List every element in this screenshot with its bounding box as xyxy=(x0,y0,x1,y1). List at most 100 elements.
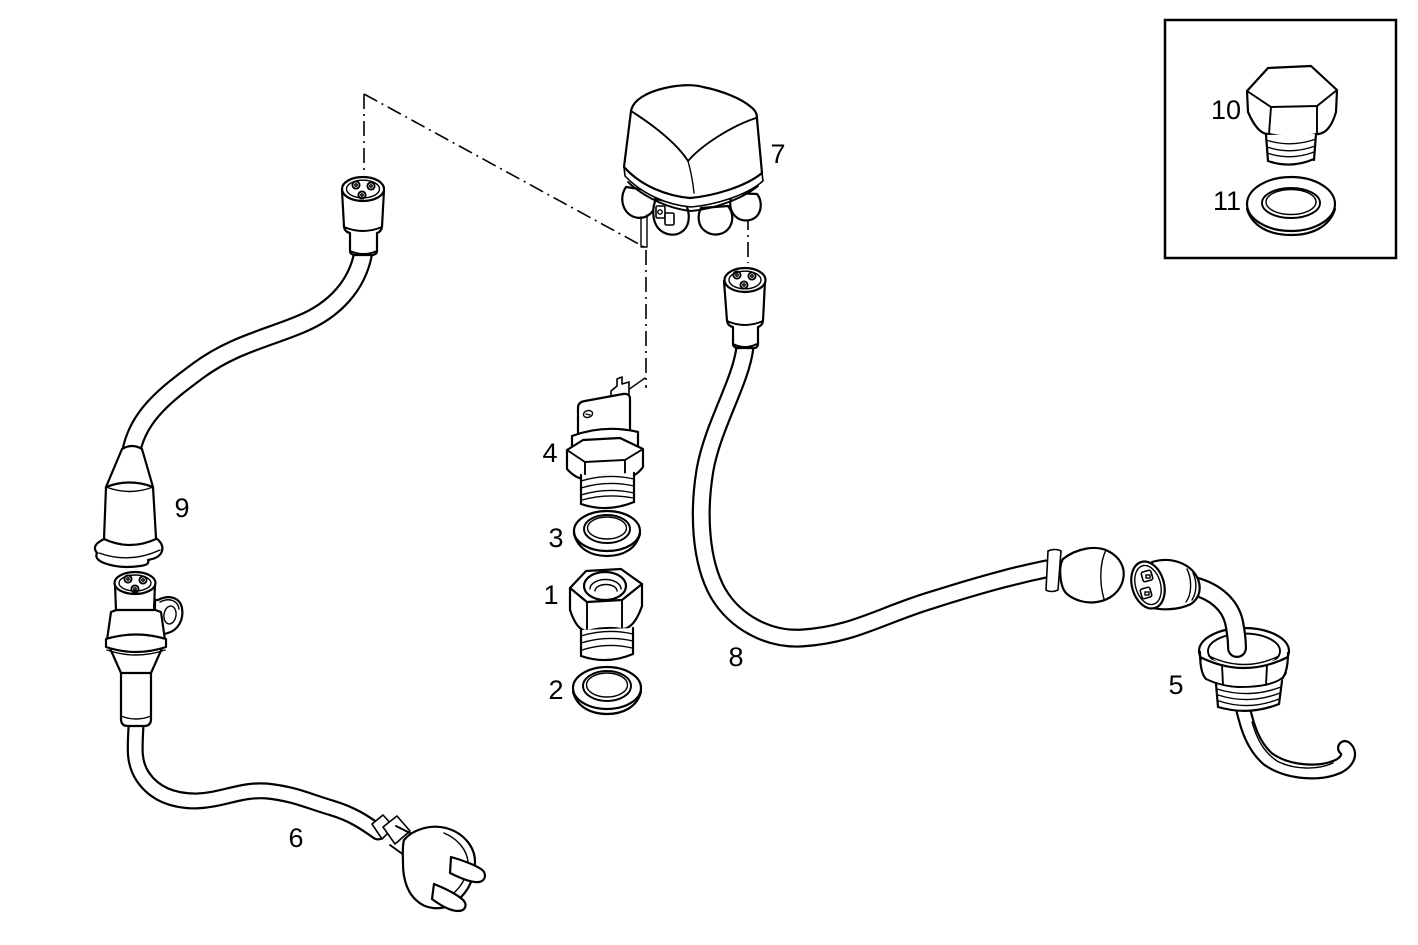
thread-side xyxy=(1214,679,1284,709)
washer-hole-inner xyxy=(586,516,628,540)
heater-tube-highlight xyxy=(1251,721,1334,769)
thread-ridge xyxy=(1216,686,1282,707)
sensor-ridge-band xyxy=(104,633,168,654)
fitting-rim-front-arc xyxy=(1198,655,1290,670)
socket-end-band xyxy=(1185,568,1197,603)
fitting-hex-facet xyxy=(1221,664,1268,686)
part-11-sealing-ring xyxy=(1245,175,1337,237)
thread-bottom xyxy=(1266,157,1316,166)
connector-pin-dot xyxy=(360,193,364,197)
connector-pin xyxy=(357,190,367,200)
part-9-connector-cable xyxy=(93,175,386,569)
heater-tube-core xyxy=(1236,698,1354,778)
part-label-4: 4 xyxy=(542,438,557,468)
socket-terminal-pin xyxy=(1145,574,1151,579)
thread-fill xyxy=(1266,134,1316,165)
connector-pin xyxy=(732,270,742,280)
connector-pin xyxy=(130,584,140,594)
connector-pin-dot xyxy=(369,184,373,188)
connector-pin xyxy=(739,280,749,290)
washer-lip xyxy=(1245,207,1337,237)
cable-core xyxy=(128,719,385,839)
connector-pin-dot xyxy=(354,183,358,187)
part-label-8: 8 xyxy=(728,642,743,672)
centerline-diagonal xyxy=(363,93,647,249)
part-3-washer xyxy=(572,509,642,558)
sensor-tip-arc xyxy=(120,715,152,720)
thread-bottom xyxy=(1216,702,1281,712)
cable-core xyxy=(124,246,371,456)
boot-top-arc xyxy=(104,481,155,489)
boot-body xyxy=(93,444,164,569)
part-label-11: 11 xyxy=(1213,186,1241,216)
washer-hole xyxy=(582,670,632,702)
hex-facet-line xyxy=(1268,105,1318,135)
connector-pin-dot xyxy=(735,273,739,277)
connector-body-arc xyxy=(726,320,764,326)
washer-hole xyxy=(1261,187,1321,219)
washer-hole xyxy=(583,514,631,544)
part-labels: 1 2 3 4 5 6 7 8 9 10 11 xyxy=(174,95,1241,853)
connector-pin xyxy=(747,271,757,281)
part-1-adapter xyxy=(568,567,644,662)
socket-terminal xyxy=(1139,586,1153,600)
thread-side xyxy=(579,471,636,506)
part-10-hex-plug xyxy=(1245,64,1339,166)
thread-ridge xyxy=(1265,138,1317,158)
connector-pin-dot xyxy=(742,283,746,287)
sensor-connector-face-inner xyxy=(118,574,152,592)
washer-hole-inner xyxy=(585,672,629,698)
connector-pin-dot xyxy=(126,577,130,581)
cable-outline xyxy=(691,337,1056,648)
switch-head-hole-dot xyxy=(585,413,591,416)
thread-ridge xyxy=(580,475,635,501)
centerline-group xyxy=(363,93,749,388)
connector-pin xyxy=(351,180,361,190)
hex-face-edge xyxy=(1246,89,1338,108)
inset-box-frame xyxy=(1163,18,1398,260)
connector-pin-dot xyxy=(750,274,754,278)
cable-core xyxy=(693,339,1054,646)
elbow-tube-core xyxy=(1186,578,1245,656)
relay-terminal-hole xyxy=(657,209,663,215)
connector-body-arc xyxy=(343,226,383,232)
part-label-1: 1 xyxy=(543,580,558,610)
socket-terminal xyxy=(1140,569,1154,583)
thread-side xyxy=(1264,132,1318,163)
cable-end-plug-rim xyxy=(1100,549,1107,600)
cable-end-plug xyxy=(1059,546,1125,604)
bore-thread-ring xyxy=(594,583,618,592)
socket-face-inner xyxy=(1134,564,1162,606)
sensor-ridge-inner xyxy=(106,649,166,656)
hex-side xyxy=(568,582,644,612)
part-label-6: 6 xyxy=(288,823,303,853)
bore-thread-ring xyxy=(589,578,622,590)
part-7-relay-unit xyxy=(621,84,764,248)
washer-lip xyxy=(571,690,643,716)
sensor-ear-inner-edge xyxy=(159,599,180,610)
inset-box xyxy=(1163,18,1398,260)
boot-top-inner-arc xyxy=(105,486,154,493)
relay-terminal xyxy=(655,205,666,219)
thread-bottom xyxy=(579,652,635,662)
thread-bottom xyxy=(579,500,636,510)
relay-terminal xyxy=(664,212,675,226)
washer-outer xyxy=(1245,175,1337,233)
thread-ridge xyxy=(580,630,634,651)
thread-fill xyxy=(581,628,633,661)
part-label-3: 3 xyxy=(548,523,563,553)
connector-neck-arc xyxy=(732,343,758,348)
washer-outer xyxy=(572,509,642,553)
connector-pin xyxy=(138,575,148,585)
relay-front-crease xyxy=(687,160,695,194)
part-label-5: 5 xyxy=(1168,670,1183,700)
fitting-hole-front-arc xyxy=(1208,655,1280,666)
connector-pin-dot xyxy=(133,587,137,591)
boot-skirt-arc xyxy=(102,537,158,547)
part-8-connector-cable xyxy=(691,266,1125,648)
relay-terminal-blade xyxy=(640,214,648,248)
adapter-bore xyxy=(582,570,628,602)
switch-head-hole xyxy=(582,409,594,419)
boot-skirt-inner xyxy=(98,549,161,559)
